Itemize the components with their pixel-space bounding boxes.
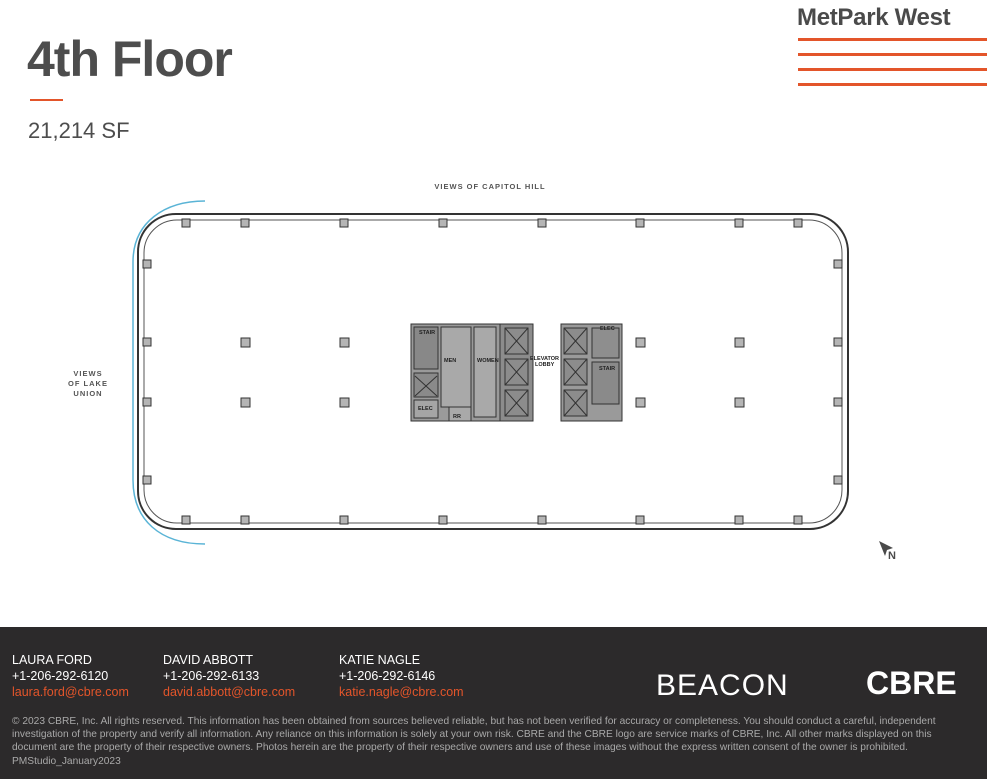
room-label-elec-1: ELEC — [418, 406, 433, 412]
exterior-wall-inner — [143, 219, 843, 524]
floor-area: 21,214 SF — [28, 118, 130, 143]
room-label-elec-2: ELEC — [600, 326, 615, 332]
contact-card: LAURA FORD +1-206-292-6120 laura.ford@cb… — [12, 652, 129, 700]
contact-name: DAVID ABBOTT — [163, 653, 254, 667]
room-label-rr: RR — [453, 414, 461, 420]
compass-label: N — [888, 550, 896, 562]
room-label-elevator-lobby-2: LOBBY — [535, 362, 555, 368]
core-right — [560, 323, 623, 422]
contact-phone[interactable]: +1-206-292-6146 — [339, 669, 436, 683]
contact-card: KATIE NAGLE +1-206-292-6146 katie.nagle@… — [339, 652, 464, 700]
beacon-logo: BEACON — [656, 669, 789, 702]
contact-phone[interactable]: +1-206-292-6133 — [163, 669, 260, 683]
columns — [142, 218, 843, 525]
view-label-left: VIEWS OF LAKE UNION — [68, 369, 108, 398]
footer: LAURA FORD +1-206-292-6120 laura.ford@cb… — [0, 627, 987, 779]
room-label-men: MEN — [444, 358, 456, 364]
contact-phone[interactable]: +1-206-292-6120 — [12, 669, 109, 683]
contact-card: DAVID ABBOTT +1-206-292-6133 david.abbot… — [163, 652, 295, 700]
room-label-elevator-lobby-1: ELEVATOR — [530, 356, 559, 362]
view-arc — [132, 200, 206, 545]
room-label-stair-1: STAIR — [419, 330, 435, 336]
cbre-logo: CBRE — [866, 665, 957, 701]
floor-plan: STAIR MEN WOMEN ELEC RR ELEVATOR LOBBY E… — [132, 200, 893, 556]
exterior-wall-outer — [137, 213, 849, 530]
contact-email[interactable]: katie.nagle@cbre.com — [339, 685, 464, 699]
contact-email[interactable]: laura.ford@cbre.com — [12, 685, 129, 699]
room-label-stair-2: STAIR — [599, 366, 615, 372]
contact-name: KATIE NAGLE — [339, 653, 421, 667]
title-divider — [30, 99, 63, 101]
room-label-women: WOMEN — [477, 358, 499, 364]
core-left — [410, 323, 534, 422]
contact-email[interactable]: david.abbott@cbre.com — [163, 685, 296, 699]
page-title: 4th Floor — [27, 31, 233, 87]
brand-stripes — [798, 38, 987, 98]
compass-arrow-icon — [879, 541, 893, 556]
disclaimer-text: © 2023 CBRE, Inc. All rights reserved. T… — [12, 716, 936, 767]
contact-name: LAURA FORD — [12, 653, 92, 667]
brand-name: MetPark West — [797, 4, 951, 31]
view-label-top: VIEWS OF CAPITOL HILL — [434, 182, 546, 191]
